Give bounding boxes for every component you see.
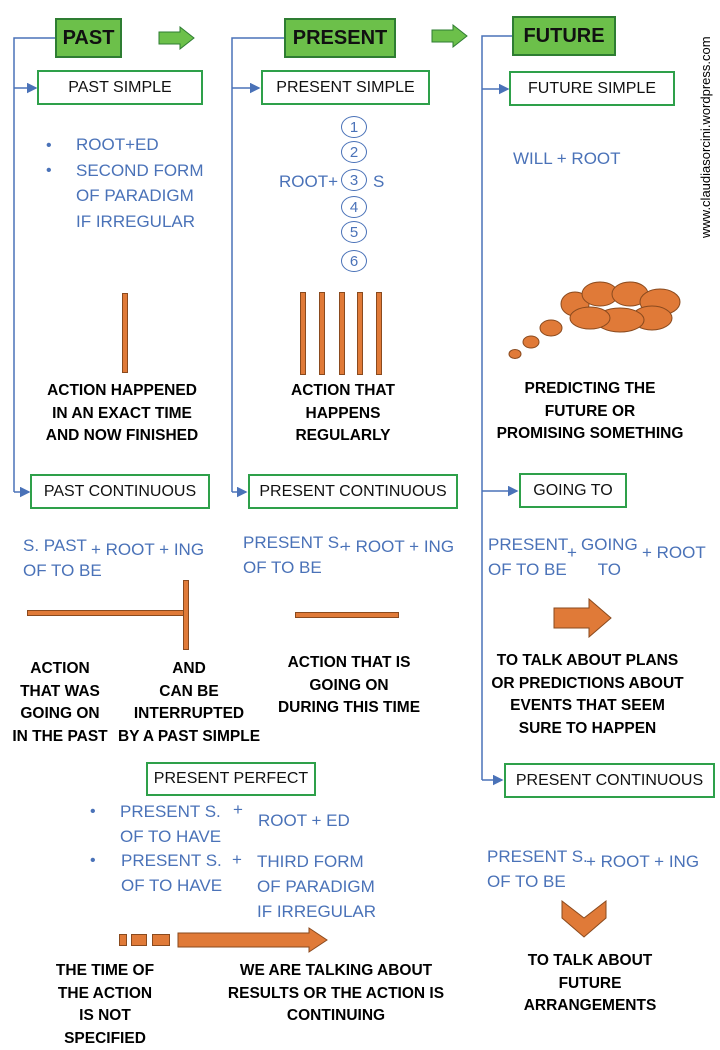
future-simple-box: FUTURE SIMPLE: [509, 71, 675, 106]
repeated-action-bar: [300, 292, 306, 375]
person-circle-4: 4: [341, 196, 367, 218]
past-simple-description: ACTION HAPPENED IN AN EXACT TIME AND NOW…: [45, 382, 199, 444]
past-simple-bullet2-line3: IF IRREGULAR: [76, 212, 196, 231]
person-circle-5: 5: [341, 221, 367, 243]
thought-cloud-icon: [508, 281, 681, 359]
repeated-action-bar: [376, 292, 382, 375]
repeated-action-bar: [339, 292, 345, 375]
interruption-bar: [183, 580, 189, 650]
past-continuous-formula-left: S. PAST OF TO BE: [23, 536, 102, 580]
present-perfect-row1-left: PRESENT S. OF TO HAVE: [120, 802, 222, 846]
dash-segment: [119, 934, 127, 946]
past-simple-bullet1: ROOT+ED: [76, 135, 159, 154]
bullet-icon: •: [46, 137, 52, 154]
person-circle-3: 3: [341, 169, 367, 191]
past-simple-box: PAST SIMPLE: [37, 70, 203, 105]
present-continuous-formula-right: + ROOT + ING: [341, 537, 455, 556]
watermark-url: www.claudiasorcini.wordpress.com: [698, 36, 713, 238]
present-perfect-row1-plus: +: [233, 800, 243, 819]
past-continuous-box: PAST CONTINUOUS: [30, 474, 210, 509]
ongoing-action-bar: [295, 612, 399, 618]
continuous-action-bar: [27, 610, 187, 616]
future-header: FUTURE: [512, 16, 616, 56]
present-continuous-formula-left: PRESENT S. OF TO BE: [243, 533, 344, 577]
present-simple-box: PRESENT SIMPLE: [261, 70, 430, 105]
present-perfect-description-left: THE TIME OF THE ACTION IS NOT SPECIFIED: [55, 962, 155, 1047]
going-to-formula-plus: +: [567, 543, 577, 562]
chevron-down-icon: [561, 900, 607, 938]
green-arrow-right-icon: [158, 26, 195, 50]
future-present-continuous-box: PRESENT CONTINUOUS: [504, 763, 715, 798]
repeated-action-bar: [319, 292, 325, 375]
past-simple-bullet2-line1: SECOND FORM: [76, 161, 204, 180]
present-header: PRESENT: [284, 18, 396, 58]
person-circle-6: 6: [341, 250, 367, 272]
dash-segment: [131, 934, 147, 946]
present-continuous-description: ACTION THAT IS GOING ON DURING THIS TIME: [277, 654, 421, 716]
past-continuous-description-right: AND CAN BE INTERRUPTED BY A PAST SIMPLE: [117, 660, 261, 745]
past-continuous-formula-right: + ROOT + ING: [91, 540, 205, 559]
going-to-formula-left: PRESENT OF TO BE: [488, 535, 569, 579]
present-continuous-box: PRESENT CONTINUOUS: [248, 474, 458, 509]
bullet-icon: •: [90, 803, 96, 820]
going-to-formula-right: + ROOT: [642, 543, 706, 562]
orange-arrow-right-icon: [553, 598, 612, 638]
repeated-action-bar: [357, 292, 363, 375]
present-simple-description: ACTION THAT HAPPENS REGULARLY: [291, 382, 395, 444]
person-circle-1: 1: [341, 116, 367, 138]
future-simple-formula: WILL + ROOT: [513, 149, 621, 168]
past-header: PAST: [55, 18, 122, 58]
present-perfect-row2-left: PRESENT S. OF TO HAVE: [121, 851, 223, 895]
present-perfect-box: PRESENT PERFECT: [146, 762, 316, 796]
present-simple-formula-prefix: ROOT+: [279, 172, 339, 191]
bullet-icon: •: [90, 852, 96, 869]
person-circle-2: 2: [341, 141, 367, 163]
past-continuous-description-left: ACTION THAT WAS GOING ON IN THE PAST: [12, 660, 108, 745]
going-to-description: TO TALK ABOUT PLANS OR PREDICTIONS ABOUT…: [491, 652, 684, 737]
going-to-formula-mid: GOING TO: [581, 535, 638, 579]
future-continuous-formula-right: + ROOT + ING: [586, 852, 700, 871]
bullet-icon: •: [46, 162, 52, 179]
single-action-bar: [122, 293, 128, 373]
future-simple-description: PREDICTING THE FUTURE OR PROMISING SOMET…: [496, 380, 684, 442]
present-perfect-row2-plus: +: [232, 850, 242, 869]
present-perfect-row1-right: ROOT + ED: [258, 811, 350, 830]
present-perfect-description-right: WE ARE TALKING ABOUT RESULTS OR THE ACTI…: [227, 962, 445, 1024]
dash-segment: [152, 934, 170, 946]
present-simple-formula-suffix: S: [373, 172, 385, 191]
past-simple-bullet2-line2: OF PARADIGM: [76, 186, 194, 205]
green-arrow-right-icon: [431, 24, 468, 48]
present-perfect-row2-right: THIRD FORM OF PARADIGM IF IRREGULAR: [257, 852, 377, 921]
going-to-box: GOING TO: [519, 473, 627, 508]
orange-arrow-right-icon: [177, 927, 328, 953]
future-continuous-formula-left: PRESENT S. OF TO BE: [487, 847, 588, 891]
future-continuous-description: TO TALK ABOUT FUTURE ARRANGEMENTS: [523, 952, 657, 1014]
